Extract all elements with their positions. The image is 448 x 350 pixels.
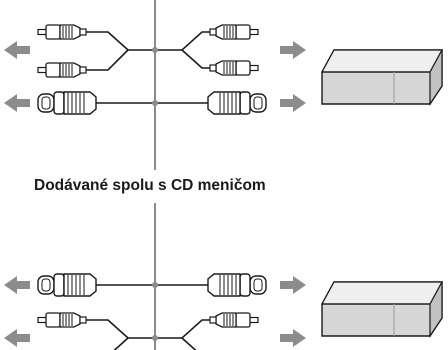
arrow-left-icon (4, 41, 30, 59)
top-cable-set (4, 24, 443, 115)
rca-plug-icon (37, 312, 87, 328)
arrow-left-icon (4, 94, 30, 112)
din-plug-icon (37, 273, 97, 297)
supplied-with-cd-changer-caption: Dodávané spolu s CD meničom (34, 177, 266, 194)
arrow-right-icon (280, 94, 306, 112)
din-plug-icon (207, 91, 267, 115)
bottom-cable-set (4, 273, 443, 350)
rca-plug-icon (37, 24, 87, 40)
arrow-left-icon (4, 329, 30, 347)
rca-plug-icon (37, 62, 87, 78)
cd-changer-icon (321, 49, 443, 105)
arrow-right-icon (280, 41, 306, 59)
cd-changer-icon (321, 281, 443, 337)
rca-plug-icon (209, 60, 259, 76)
arrow-right-icon (280, 329, 306, 347)
din-plug-icon (207, 273, 267, 297)
rca-plug-icon (209, 24, 259, 40)
arrow-left-icon (4, 276, 30, 294)
rca-plug-icon (209, 312, 259, 328)
din-plug-icon (37, 91, 97, 115)
arrow-right-icon (280, 276, 306, 294)
